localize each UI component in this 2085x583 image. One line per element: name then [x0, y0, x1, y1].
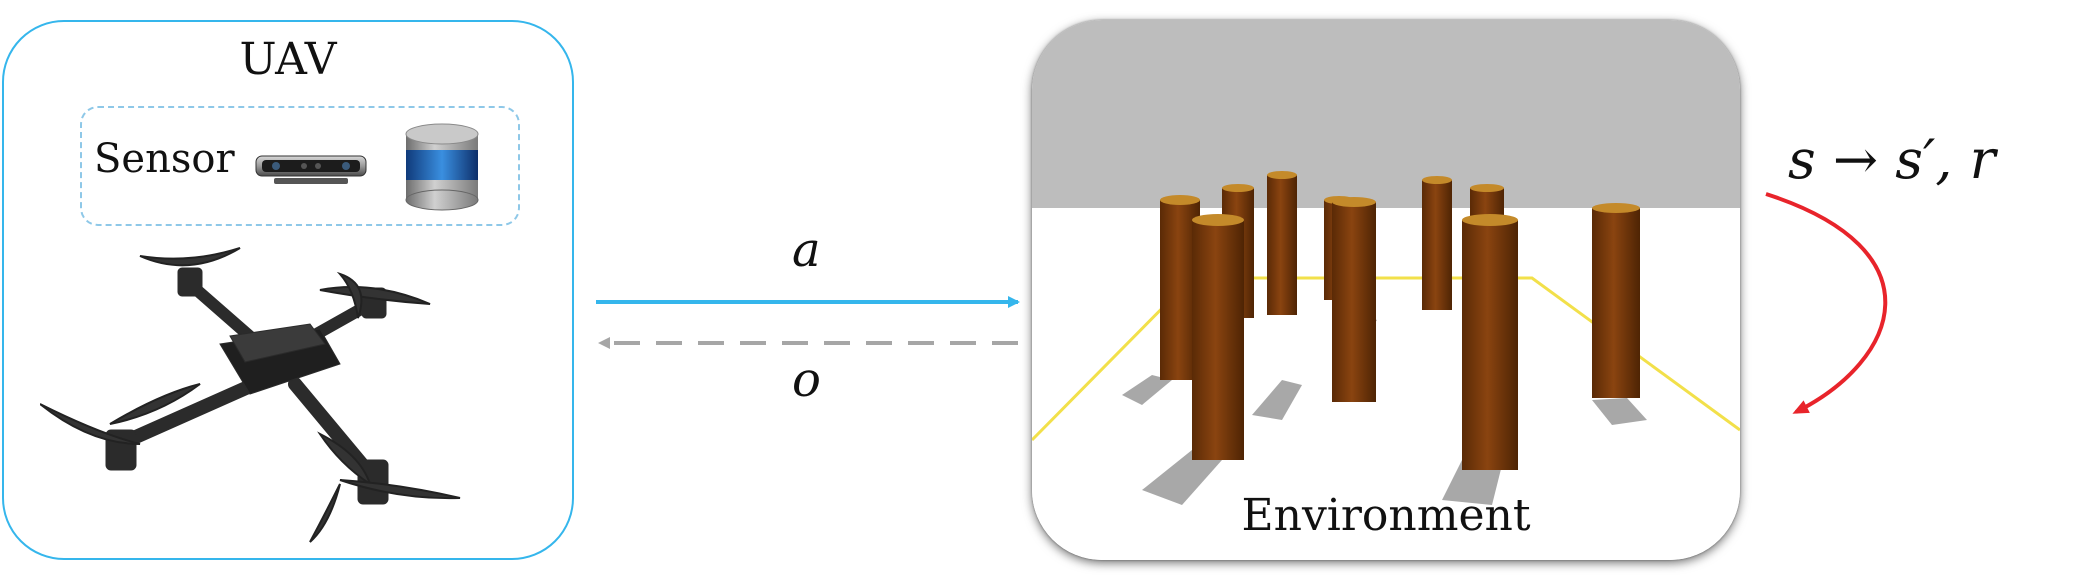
- sensor-label: Sensor: [94, 136, 235, 182]
- observation-label: o: [792, 352, 821, 408]
- pillars-on-floor-scene: [1032, 20, 1740, 560]
- lidar-icon: [405, 123, 479, 211]
- transition-arrow: [1765, 192, 1888, 414]
- depth-camera-icon: [255, 155, 367, 184]
- pillars: [1160, 171, 1640, 470]
- sensor-group: Sensor: [80, 106, 520, 226]
- uav-title: UAV: [239, 34, 337, 85]
- action-label: a: [792, 222, 821, 278]
- uav-panel: UAV Sensor: [2, 20, 574, 560]
- environment-label: Environment: [1241, 490, 1531, 541]
- transition-label: s → s′, r: [1788, 128, 1996, 191]
- quadcopter-drone-icon: [40, 247, 461, 543]
- environment-panel: Environment: [1032, 20, 1740, 560]
